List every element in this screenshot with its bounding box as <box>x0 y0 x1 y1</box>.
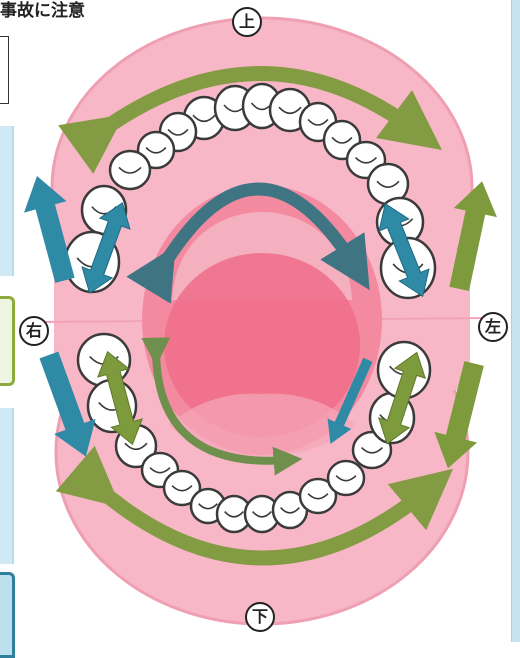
tooth-brushing-diagram <box>0 0 520 642</box>
tooth <box>328 461 364 495</box>
direction-label-bottom: 下 <box>245 602 275 632</box>
direction-label-left: 左 <box>478 312 508 342</box>
direction-label-top: 上 <box>232 7 262 37</box>
tooth <box>110 151 150 189</box>
direction-label-right: 右 <box>19 316 49 346</box>
